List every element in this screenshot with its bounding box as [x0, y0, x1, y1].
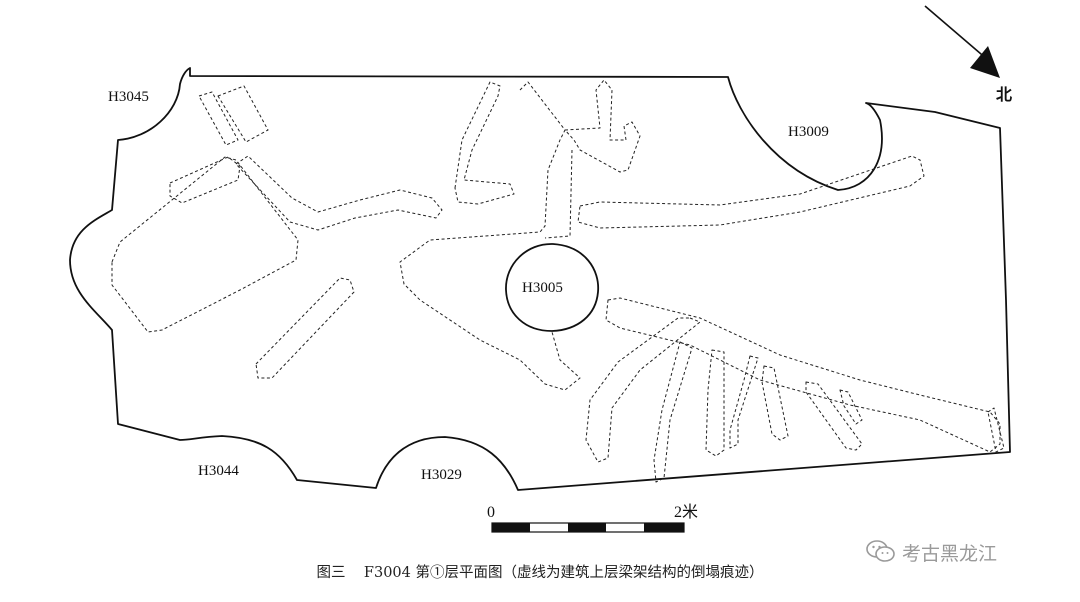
beam-trace-small-top-left: [169, 156, 241, 204]
pit-label-h3009: H3009: [788, 124, 829, 140]
scale-label-start: 0: [487, 504, 495, 521]
beam-trace-rafter-1: [653, 341, 693, 483]
pit-h3005-outline: [505, 243, 599, 332]
north-arrow: 北: [924, 5, 1012, 104]
beam-trace-rafter-2: [705, 349, 725, 457]
beam-trace-connector-to-h3005: [544, 149, 573, 239]
figure-caption-text: F3004 第①层平面图（虚线为建筑上层梁架结构的倒塌痕迹）: [363, 565, 764, 581]
beam-trace-rafter-5: [805, 381, 863, 451]
beam-trace-rafter-3: [729, 355, 759, 449]
scale-bar-seg-1: [492, 523, 530, 532]
scale-bar-seg-5: [644, 523, 684, 532]
pit-label-h3044: H3044: [198, 463, 239, 479]
beam-trace-diagonal-down-left: [585, 317, 701, 463]
beam-trace-lower-left-beam: [255, 277, 355, 379]
beam-trace-large-frame: [111, 156, 299, 333]
scale-label-end: 2米: [674, 503, 698, 521]
north-arrow-shaft: [924, 5, 989, 61]
beam-trace-upper-branch-rightfork: [564, 79, 641, 173]
beam-trace-rafter-4: [761, 365, 789, 441]
beam-trace-right-end: [987, 407, 1005, 453]
pit-label-h3029: H3029: [421, 467, 462, 483]
watermark: 考古黑龙江: [866, 536, 997, 568]
figure-number: 图三: [316, 565, 346, 581]
beam-trace-h3045-strip-a: [198, 91, 239, 146]
figure-caption: 图三 F3004 第①层平面图（虚线为建筑上层梁架结构的倒塌痕迹）: [0, 561, 1080, 582]
watermark-text: 考古黑龙江: [902, 542, 998, 565]
north-label: 北: [996, 85, 1012, 104]
pit-label-h3005: H3005: [522, 280, 563, 296]
pit-label-h3045: H3045: [108, 89, 149, 105]
scale-bar-seg-3: [568, 523, 606, 532]
beam-trace-upper-middle-loop: [454, 81, 515, 205]
beam-trace-long-beam-right: [577, 155, 925, 229]
scale-bar: 0 2米: [487, 503, 698, 533]
beam-trace-h3045-strip-b: [217, 85, 269, 143]
wechat-icon: [866, 540, 895, 562]
house-outline: [69, 67, 1011, 491]
beam-trace-diagonal-beam-left: [235, 155, 443, 231]
beam-trace-lower-long-beam: [605, 297, 1001, 453]
north-arrow-head-icon: [970, 46, 1000, 78]
beam-trace-upper-y-branch: [399, 81, 581, 391]
beam-trace-rafter-6: [839, 389, 863, 425]
